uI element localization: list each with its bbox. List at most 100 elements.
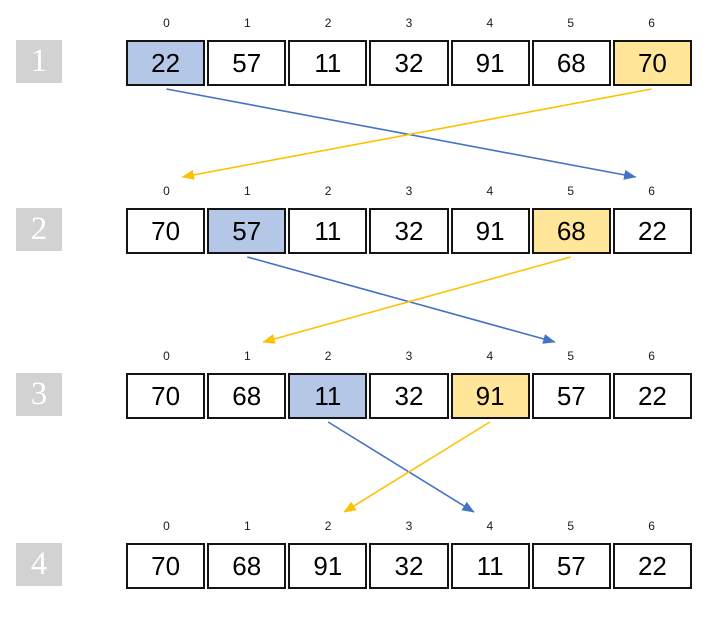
swap-arrow-blue bbox=[166, 88, 637, 180]
index-label: 4 bbox=[486, 349, 494, 363]
array-cell: 70 bbox=[126, 543, 206, 589]
cell-value: 70 bbox=[151, 550, 181, 581]
array-cell: 22 bbox=[612, 373, 692, 419]
step-number: 4 bbox=[30, 546, 48, 582]
array-cell: 91 bbox=[450, 373, 530, 419]
index-label: 3 bbox=[405, 16, 413, 30]
array-cells: 70 57 11 32 91 68 22 bbox=[126, 208, 692, 254]
index-label: 3 bbox=[405, 349, 413, 363]
array-cells: 22 57 11 32 91 68 70 bbox=[126, 40, 692, 86]
array-cell: 57 bbox=[531, 373, 611, 419]
array-cell: 22 bbox=[126, 40, 206, 86]
array-cell: 57 bbox=[207, 208, 287, 254]
array-cell: 68 bbox=[531, 208, 611, 254]
array-cells: 70 68 11 32 91 57 22 bbox=[126, 373, 692, 419]
array-cell: 57 bbox=[207, 40, 287, 86]
cell-value: 70 bbox=[151, 215, 181, 246]
cell-value: 22 bbox=[637, 550, 667, 581]
cell-value: 57 bbox=[232, 215, 262, 246]
array-cell: 32 bbox=[369, 40, 449, 86]
array: 0 1 2 3 4 5 6 22 57 11 32 91 68 70 bbox=[126, 14, 692, 86]
index-label: 3 bbox=[405, 519, 413, 533]
step-number-badge: 2 bbox=[16, 208, 62, 251]
step-number: 2 bbox=[30, 211, 48, 247]
cell-value: 11 bbox=[314, 215, 342, 246]
array-cells: 70 68 91 32 11 57 22 bbox=[126, 543, 692, 589]
index-label: 2 bbox=[324, 16, 332, 30]
array-cell: 68 bbox=[531, 40, 611, 86]
step-number-badge: 3 bbox=[16, 373, 62, 416]
index-label: 1 bbox=[243, 184, 251, 198]
index-label: 2 bbox=[324, 184, 332, 198]
index-label: 2 bbox=[324, 519, 332, 533]
cell-value: 32 bbox=[394, 380, 424, 411]
cell-value: 68 bbox=[556, 47, 586, 78]
cell-value: 32 bbox=[394, 215, 424, 246]
cell-value: 22 bbox=[151, 47, 181, 78]
cell-value: 32 bbox=[394, 550, 424, 581]
cell-value: 57 bbox=[556, 550, 586, 581]
index-label: 0 bbox=[163, 16, 170, 30]
array-cell: 11 bbox=[288, 208, 368, 254]
index-label: 1 bbox=[243, 16, 251, 30]
cell-value: 68 bbox=[556, 215, 586, 246]
array-cell: 68 bbox=[207, 373, 287, 419]
cell-value: 32 bbox=[394, 47, 424, 78]
cell-value: 91 bbox=[475, 215, 505, 246]
array-cell: 22 bbox=[612, 543, 692, 589]
step-number: 1 bbox=[30, 43, 48, 79]
array-cell: 11 bbox=[450, 543, 530, 589]
cell-value: 70 bbox=[151, 380, 181, 411]
step-number: 3 bbox=[30, 376, 48, 412]
array-cell: 32 bbox=[369, 543, 449, 589]
swap-arrow-gold bbox=[262, 256, 571, 344]
cell-value: 11 bbox=[314, 47, 342, 78]
index-label: 4 bbox=[486, 519, 494, 533]
array-cell: 22 bbox=[612, 208, 692, 254]
cell-value: 91 bbox=[475, 47, 505, 78]
array-state-row: 1 0 1 2 3 4 5 6 22 57 11 32 91 68 70 bbox=[0, 14, 722, 86]
index-label: 6 bbox=[648, 519, 655, 533]
index-label: 6 bbox=[648, 16, 655, 30]
array-cell: 68 bbox=[207, 543, 287, 589]
cell-value: 91 bbox=[313, 550, 343, 581]
array-cell: 91 bbox=[288, 543, 368, 589]
array-cell: 11 bbox=[288, 373, 368, 419]
index-label: 5 bbox=[567, 519, 575, 533]
step-number-badge: 4 bbox=[16, 543, 62, 586]
cell-value: 22 bbox=[637, 380, 667, 411]
index-label: 0 bbox=[163, 519, 170, 533]
cell-value: 70 bbox=[637, 47, 667, 78]
index-label: 2 bbox=[324, 349, 332, 363]
cell-value: 11 bbox=[314, 380, 342, 411]
array-cell: 57 bbox=[531, 543, 611, 589]
swap-arrow-gold bbox=[343, 421, 491, 513]
swap-arrow-blue bbox=[247, 256, 556, 344]
index-label: 0 bbox=[163, 349, 170, 363]
index-label: 5 bbox=[567, 16, 575, 30]
index-label: 0 bbox=[163, 184, 170, 198]
cell-value: 57 bbox=[556, 380, 586, 411]
cell-value: 57 bbox=[232, 47, 262, 78]
cell-value: 11 bbox=[476, 550, 504, 581]
index-label: 4 bbox=[486, 184, 494, 198]
step-number-badge: 1 bbox=[16, 40, 62, 83]
index-label: 1 bbox=[243, 349, 251, 363]
array-cell: 70 bbox=[612, 40, 692, 86]
index-label: 3 bbox=[405, 184, 413, 198]
index-label: 6 bbox=[648, 349, 655, 363]
index-label: 4 bbox=[486, 16, 494, 30]
array-cell: 91 bbox=[450, 208, 530, 254]
array-cell: 91 bbox=[450, 40, 530, 86]
array-cell: 32 bbox=[369, 373, 449, 419]
cell-value: 68 bbox=[232, 550, 262, 581]
